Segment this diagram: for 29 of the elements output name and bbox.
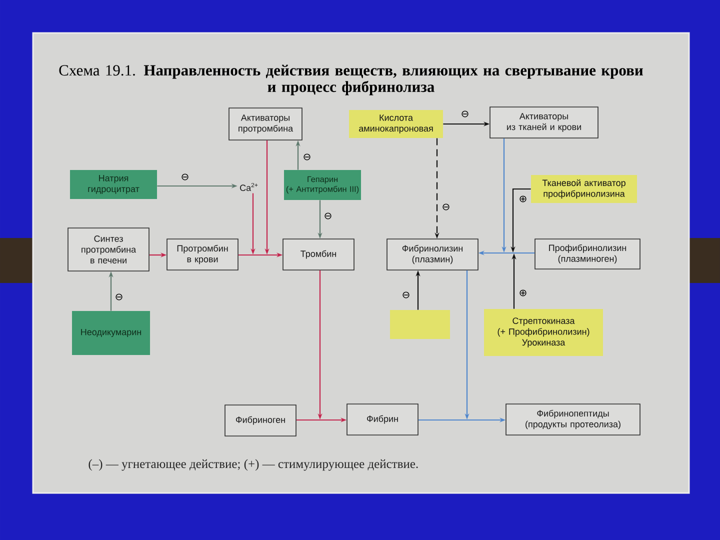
highlighted-box xyxy=(390,310,450,339)
text-box: Активаторы протромбина xyxy=(228,108,302,140)
title: Схема 19.1. Направленность действия веществ, влияющих на свертывание крови и процесс фибринолиза xyxy=(59,64,643,96)
shaded-box: Гепарин (+ Антитромбин III) xyxy=(284,170,361,200)
shaded-box: Натрия гидроцитрат xyxy=(70,170,157,199)
text-box: Фибринолизин (плазмин) xyxy=(386,238,478,270)
highlighted-box: Стрептокиназа (+ Профибринолизин) Урокиназа xyxy=(484,309,603,356)
shaded-box: Неодикумарин xyxy=(72,311,150,355)
edge-label: ⊕ xyxy=(518,289,528,297)
edge-label: ⊖ xyxy=(302,153,312,161)
text-box: Фибрин xyxy=(346,404,418,436)
text-box: Протромбин в крови xyxy=(166,238,238,270)
text-box: Фибриноген xyxy=(224,404,296,436)
edge-label: ⊖ xyxy=(401,291,411,299)
edge-label: ⊖ xyxy=(460,110,470,118)
edge-label: ⊕ xyxy=(518,195,528,203)
edge-label: ⊖ xyxy=(114,293,124,301)
edge-label: ⊖ xyxy=(441,203,451,211)
node-label: Ca$^{2+}$ xyxy=(240,182,258,192)
highlighted-box: Тканевой активатор профибринолизина xyxy=(531,175,637,203)
text-box: Профибринолизин (плазминоген) xyxy=(534,238,640,270)
caption: (–) — угнетающее действие; (+) — стимулирующее действие. xyxy=(88,459,418,471)
text-box: Синтез протромбина в печени xyxy=(68,228,150,272)
highlighted-box: Кислота аминокапроновая xyxy=(349,110,443,138)
text-box: Активаторы из тканей и крови xyxy=(490,106,598,138)
edge-label: ⊖ xyxy=(180,173,190,181)
text-box: Тромбин xyxy=(282,238,354,270)
edge-label: ⊖ xyxy=(323,212,333,220)
text-box: Фибринопептиды (продукты протеолиза) xyxy=(506,404,640,436)
